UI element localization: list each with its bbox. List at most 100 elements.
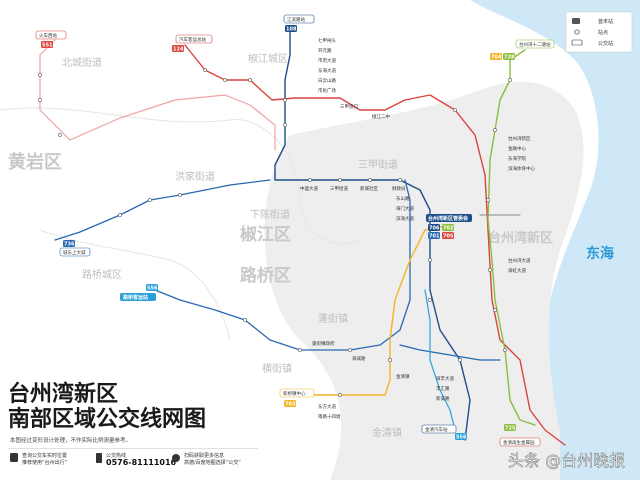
sea-label-donghai: 东海: [586, 245, 614, 262]
stop-labels-center: 中盛大道 三甲街道 新城社区 财政局 东山路 海门大道 滨海大道: [300, 185, 414, 222]
route-tag-704: 704: [491, 55, 502, 61]
route-tag-725: 725: [505, 426, 516, 432]
bus-app-icon: [10, 453, 18, 462]
street-pengjie: 蓬街镇: [318, 312, 348, 325]
stop-label: 海虹大道: [508, 267, 526, 274]
street-jinqing: 金清镇: [372, 426, 402, 439]
district-huangyan: 黄岩区: [8, 151, 62, 173]
stop-label: 滨海体育中心: [508, 165, 535, 172]
route-tag-108: 108: [286, 27, 297, 33]
stop-label: 椒江二中: [372, 113, 390, 120]
terminal-west: 汽车客运总站: [179, 36, 206, 43]
footer-phone-label: 公交热线: [106, 452, 126, 459]
footer-phone-number: 0576-81111016: [106, 458, 177, 467]
map-note: 本图经过变形设计处理，不作实际比例测量参考。: [10, 436, 131, 444]
footer-item1-line2: 推荐使用“台州出行”: [22, 459, 68, 466]
terminal-box-left: [59, 247, 91, 257]
route-tag-556-south: 556: [456, 435, 467, 441]
phone-icon: [96, 453, 102, 463]
district-boundary: [0, 107, 361, 341]
stop-label: 市府大道: [318, 57, 336, 64]
street-luqiao-city: 路桥城区: [82, 268, 122, 281]
terminal-box-west: [175, 34, 213, 44]
terminal-south-left: 金清汽车站: [425, 426, 448, 433]
terminal-center: 台州湾新区管委会: [428, 215, 468, 222]
stop-label: 市民广场: [318, 87, 336, 94]
route-tag-124: 124: [173, 47, 184, 53]
watermark: 头条 @台州晚报: [508, 451, 625, 470]
street-jiaojiang-city: 椒江城区: [248, 52, 288, 65]
terminal-box-south-left: [421, 424, 457, 434]
stop-label: 海丰大道: [436, 375, 454, 382]
street-xiachen: 下陈街道: [250, 208, 290, 221]
new-area-land: [264, 81, 584, 480]
stop-label: 新城社区: [360, 185, 378, 192]
route-line-cyan: [424, 289, 456, 431]
sea-area: [470, 0, 640, 480]
stop-label: 三甲渡口: [340, 103, 358, 110]
stop-label: 海门大道: [396, 205, 414, 212]
terminal-box-east: [515, 39, 555, 49]
footer-divider: [8, 448, 258, 449]
street-beicheng: 北城街道: [62, 56, 102, 69]
stop-label: 东方大道: [318, 403, 336, 410]
stop-label: 丰汇路: [436, 385, 450, 392]
street-hongjia: 洪家街道: [175, 170, 215, 183]
stop-label: 金清镇: [396, 373, 410, 380]
legend: 首末站 站点 公交站: [565, 11, 633, 53]
stop-labels-south: 蓬街镇政府 海城路 东方大道 南路十四塘 金清镇 海丰大道 丰汇路 新安路: [312, 340, 454, 420]
route-tag-701: 701: [429, 234, 440, 240]
stop-label: 开元路: [318, 47, 332, 54]
footer-item3-line2: 高德/百度地图选择“公交”: [184, 459, 241, 466]
stop-label: 东山路: [396, 195, 410, 202]
footer-bar: 查询公交车实时位置 推荐使用“台州出行” 公交热线 0576-81111016 …: [8, 448, 258, 467]
stop-label: 七甲闸头: [318, 37, 336, 44]
stop-label: 滨海大道: [396, 215, 414, 222]
legend-terminal-icon: [571, 39, 583, 46]
terminal-box-mid: [120, 293, 156, 301]
district-luqiao: 路桥区: [240, 265, 291, 286]
stop-label: 海城路: [352, 355, 366, 362]
legend-station-label: 站点: [598, 29, 608, 36]
legend-hub-icon: [572, 18, 580, 24]
route-line-red: [184, 44, 566, 446]
footer-item3-line1: 扫码获取更多信息: [184, 452, 224, 459]
terminal-box-bottom: [279, 388, 315, 398]
stop-label: 东海大道: [318, 67, 336, 74]
stop-labels-east: 台州湾新区 金融中心 东海学院 滨海体育中心 台州湾大道 海虹大道: [508, 135, 535, 274]
route-line-pink: [39, 39, 276, 151]
map-title-line1: 台州湾新区: [8, 381, 118, 407]
stop-label: 财政局: [392, 185, 406, 192]
stop-label: 台州湾大道: [508, 257, 531, 264]
terminal-northwest: 火车西站: [39, 32, 57, 39]
route-tag-706: 706: [429, 226, 440, 232]
stop-labels-north: 七甲闸头 开元路 市府大道 东海大道 白云山路 市民广场 三甲渡口 椒江二中: [318, 37, 390, 120]
footer-item1-line1: 查询公交车实时位置: [22, 452, 67, 459]
map-title-line2: 南部区域公交线网图: [8, 406, 206, 432]
route-tag-556: 556: [147, 286, 158, 292]
terminal-box-south-right: [499, 437, 541, 447]
stop-label: 白云山路: [318, 77, 336, 84]
terminal-south-right: 金清再生金属园: [503, 439, 535, 446]
stop-label: 南路十四塘: [318, 413, 341, 420]
route-tag-703: 703: [285, 402, 296, 408]
terminal-labels: 火车西站 江滨路站 汽车客运总站 台州湾新区管委会 城东上大城 路桥客运站 新桥…: [35, 14, 555, 447]
district-jiaojiang: 椒江区: [240, 224, 291, 245]
terminal-north: 江滨路站: [287, 16, 305, 23]
route-tags: 551 108 124 556 736 703 706 702 701 705 …: [41, 25, 516, 441]
map-pin-icon: [172, 454, 180, 462]
terminal-box-northwest: [35, 30, 67, 40]
terminal-east: 台州湾十二塘站: [519, 41, 551, 48]
stop-label: 新安路: [436, 395, 450, 402]
station-dots: [38, 68, 512, 397]
street-hengjie: 横街镇: [262, 362, 292, 375]
terminal-box-center: [426, 214, 472, 222]
district-new-area: 台州湾新区: [488, 230, 553, 246]
terminal-left: 城东上大城: [63, 249, 86, 256]
stop-label: 东海学院: [508, 155, 526, 162]
route-tag-736: 736: [64, 242, 75, 248]
legend-station-icon: [574, 29, 580, 35]
terminal-bottom: 新桥镇中心: [283, 390, 306, 397]
street-sanjia: 三甲街道: [358, 158, 398, 171]
route-tag-705: 705: [443, 234, 454, 240]
